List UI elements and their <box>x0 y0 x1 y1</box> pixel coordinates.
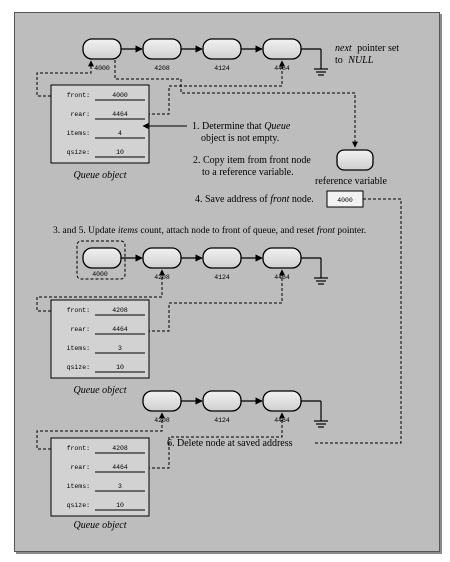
diagram-panel: 4000 4208 4124 4464 next pointer set to … <box>14 12 440 552</box>
rear-label: rear: <box>70 111 90 118</box>
rear-value: 4464 <box>112 326 128 333</box>
qsize-value: 10 <box>116 502 124 509</box>
rear-label: rear: <box>70 326 90 333</box>
step4-text: 4. Save address of front node. <box>195 194 314 205</box>
saved-address-arrow <box>315 198 402 444</box>
list-node <box>202 38 242 60</box>
qsize-label: qsize: <box>67 149 90 156</box>
saved-address-value: 4000 <box>337 197 353 204</box>
front-label: front: <box>67 92 90 99</box>
front-pointer-arrow <box>36 269 165 312</box>
node-address: 4208 <box>154 65 170 72</box>
reference-variable-node <box>336 149 374 171</box>
front-label: front: <box>67 445 90 452</box>
list-node <box>262 38 302 60</box>
node-address: 4000 <box>92 271 108 278</box>
node-address: 4124 <box>214 417 230 424</box>
list-node <box>262 390 302 412</box>
queue-object-before: front: rear: items: qsize: 4000 4464 4 1… <box>50 84 150 164</box>
step2-text-2: to a reference variable. <box>202 167 294 178</box>
step35-text: 3. and 5. Update items count, attach nod… <box>53 225 366 236</box>
list-node <box>202 247 242 269</box>
qsize-label: qsize: <box>67 502 90 509</box>
front-value: 4208 <box>112 307 128 314</box>
step1-text: 1. Determine that Queue <box>192 121 291 132</box>
items-value: 3 <box>118 483 122 490</box>
queue-dequeue-diagram: 4000 4208 4124 4464 next pointer set to … <box>36 38 402 531</box>
null-ground-icon <box>314 68 328 76</box>
step6-text: 6. Delete node at saved address <box>167 438 293 449</box>
items-value: 4 <box>118 130 122 137</box>
items-label: items: <box>67 483 90 490</box>
front-pointer-arrow <box>36 412 165 450</box>
list-node <box>82 38 122 60</box>
items-label: items: <box>67 345 90 352</box>
next-pointer-note: next pointer set <box>335 43 399 54</box>
queue-object-caption: Queue object <box>73 520 126 531</box>
node-address: 4124 <box>214 274 230 281</box>
qsize-label: qsize: <box>67 364 90 371</box>
bottom-linked-list: 4208 4124 4464 <box>142 390 328 428</box>
copy-to-reference-arrow <box>114 60 358 148</box>
reference-variable-label: reference variable <box>315 176 387 187</box>
rear-pointer-arrow <box>147 60 285 115</box>
next-pointer-note: to NULL <box>335 55 374 66</box>
list-node <box>142 38 182 60</box>
qsize-value: 10 <box>116 364 124 371</box>
list-node <box>82 247 122 269</box>
list-node <box>142 247 182 269</box>
step2-text: 2. Copy item from front node <box>193 155 311 166</box>
rear-pointer-arrow <box>147 412 285 469</box>
node-address: 4000 <box>94 65 110 72</box>
items-value: 3 <box>118 345 122 352</box>
middle-linked-list: 4000 4208 4124 4464 <box>76 240 328 285</box>
null-ground-icon <box>314 420 328 428</box>
queue-object-after: front: rear: items: qsize: 4208 4464 3 1… <box>50 437 150 517</box>
list-node <box>142 390 182 412</box>
front-value: 4208 <box>112 445 128 452</box>
front-pointer-arrow <box>36 60 94 97</box>
node-address: 4464 <box>274 274 290 281</box>
rear-value: 4464 <box>112 464 128 471</box>
rear-value: 4464 <box>112 111 128 118</box>
node-address: 4124 <box>214 65 230 72</box>
items-label: items: <box>67 130 90 137</box>
qsize-value: 10 <box>116 149 124 156</box>
list-node <box>202 390 242 412</box>
queue-object-middle: front: rear: items: qsize: 4208 4464 3 1… <box>50 299 150 379</box>
rear-pointer-arrow <box>147 269 285 332</box>
detached-node-outline <box>76 240 126 280</box>
front-label: front: <box>67 307 90 314</box>
null-ground-icon <box>314 277 328 285</box>
top-linked-list: 4000 4208 4124 4464 next pointer set to … <box>82 38 399 76</box>
list-node <box>262 247 302 269</box>
queue-object-caption: Queue object <box>73 385 126 396</box>
front-value: 4000 <box>112 92 128 99</box>
queue-object-caption: Queue object <box>73 170 126 181</box>
step1-text-2: object is not empty. <box>201 133 279 144</box>
rear-label: rear: <box>70 464 90 471</box>
